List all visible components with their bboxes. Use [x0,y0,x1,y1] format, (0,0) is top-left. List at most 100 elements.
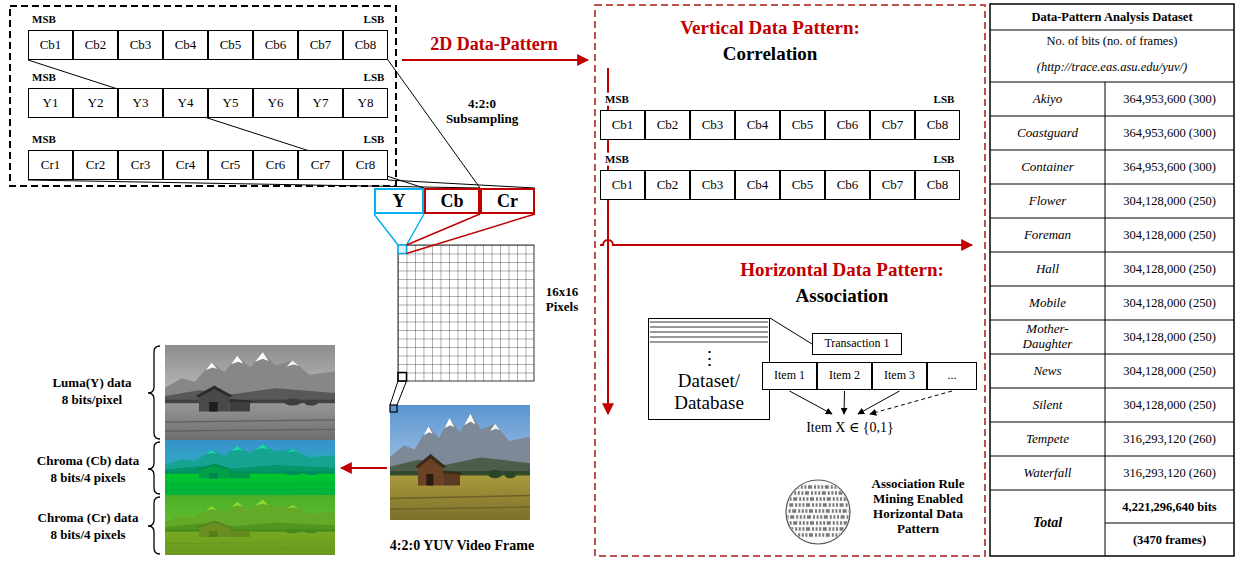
bit-cell: Cb4 [163,30,208,60]
item-box: Item 1 [762,362,817,390]
bit-order-label: LSB [932,93,957,106]
yuv-plane-photo [165,345,335,555]
drawing-part [782,527,852,530]
bit-order-label: MSB [30,133,58,146]
drawing-part [650,332,768,333]
drawing-part [781,491,852,494]
drawing-part [148,442,160,494]
drawing-part [990,82,1234,83]
table-cell: 304,128,000 (250) [1121,364,1218,378]
drawing-part [785,509,852,512]
box-text: Cb1 [612,118,634,133]
bit-cell: Cr8 [343,150,388,180]
bit-cell: Cb1 [600,170,645,200]
table-cell: 364,953,600 (300) [1121,126,1218,140]
drawing-part [402,59,588,61]
drawing-part [398,245,534,381]
drawing-part [782,503,852,506]
bit-cell: Cr5 [208,150,253,180]
drawing-part [990,4,1234,556]
box-text: Cb6 [837,118,859,133]
table-header: (http://trace.eas.asu.edu/yuv/) [1035,60,1189,74]
box-text: Y [393,191,406,212]
bit-cell: Cr2 [73,150,118,180]
drawing-part [990,422,1234,423]
drawing-part [858,391,900,414]
bit-cell: Y6 [253,88,298,118]
item-box: Item 3 [872,362,927,390]
plane-label: Chroma (Cb) data [35,454,141,469]
drawing-part [790,391,833,414]
grid-label: 16x16 Pixels [544,285,581,315]
bit-cell: Cb6 [253,30,298,60]
box-text: Cb1 [612,178,634,193]
bit-cell: Cb3 [690,110,735,140]
drawing-part [870,391,952,414]
bit-cell: Cb7 [298,30,343,60]
box-text: Cb8 [927,118,949,133]
box-text: Cr6 [266,158,286,173]
table-cell: 304,128,000 (250) [1121,296,1218,310]
bit-cell: Cb2 [645,110,690,140]
drawing-part [595,5,985,556]
bit-order-label: LSB [362,133,387,146]
box-text: Cb7 [882,178,904,193]
drawing-part [398,373,407,382]
arrow-label: 2D Data-Pattern [428,34,559,55]
plane-label: 8 bits/4 pixels [48,471,127,486]
box-text: Y1 [43,96,59,111]
bit-cell: Cb4 [735,170,780,200]
box-text: Dataset/ Database [674,370,744,414]
bit-cell: Cb2 [645,170,690,200]
drawing-part [650,327,768,328]
bit-cell: Cr3 [118,150,163,180]
table-cell: Mother-Daughter [1006,322,1090,352]
drawing-part [990,116,1234,117]
plane-label: 8 bits/pixel [60,393,124,408]
table-cell: 304,128,000 (250) [1121,194,1218,208]
drawing-part [407,214,425,245]
item-arrow [790,391,953,414]
drawing-part [786,521,852,524]
box-text: Item 3 [884,369,915,383]
bit-cell: Y7 [298,88,343,118]
bit-cell: Cr7 [298,150,343,180]
bit-cell: Cb1 [600,110,645,140]
box-text: Cb7 [310,38,332,53]
database-box: ⋮Dataset/ Database [648,318,770,420]
icon-caption: Association Rule Mining Enabled Horizont… [854,477,982,537]
box-text: Cb3 [130,38,152,53]
bit-cell: Y4 [163,88,208,118]
transaction-box: Transaction 1 [812,333,902,355]
box-text: Y8 [358,96,374,111]
drawing-part [990,218,1234,219]
section-heading: Horizontal Data Pattern: [738,259,946,281]
table-cell: Tempete [1006,432,1090,447]
drawing-part [990,490,1234,491]
box-text: Y2 [88,96,104,111]
bit-cell: Cb8 [343,30,388,60]
drawing-part [784,485,852,488]
bit-cell: Cb7 [870,170,915,200]
video-frame-photo [390,405,530,520]
drawing-part [341,467,387,469]
table-cell: 316,293,120 (260) [1121,466,1218,480]
bit-cell: Cb7 [870,110,915,140]
bit-cell: Y8 [343,88,388,118]
drawing-part [650,342,768,343]
drawing-part [783,515,852,518]
table-cell: 304,128,000 (250) [1121,330,1218,344]
box-text: Item 1 [774,369,805,383]
table-cell: 304,128,000 (250) [1121,228,1218,242]
section-heading: Vertical Data Pattern: [678,17,862,39]
box-text: Cb5 [792,118,814,133]
box-text: Cr4 [176,158,196,173]
bit-cell: Cr6 [253,150,298,180]
table-cell: Container [1006,160,1090,175]
drawing-part [990,286,1234,287]
bit-cell: Cb2 [73,30,118,60]
table-cell: 364,953,600 (300) [1121,92,1218,106]
box-text: Cr3 [131,158,151,173]
dashed-frame [10,5,985,556]
bit-cell: Y1 [28,88,73,118]
